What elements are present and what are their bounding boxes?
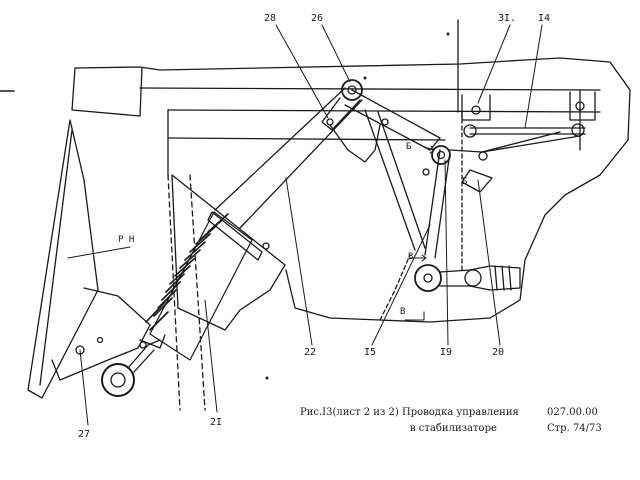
rod-end-eye-inner xyxy=(110,372,126,388)
rod-end-eye-outer xyxy=(101,363,135,397)
lower-rod-end-eye xyxy=(464,269,482,287)
rudder-inner xyxy=(39,129,73,386)
actuator-flange-bolt xyxy=(262,242,270,250)
rod-14 xyxy=(469,127,586,135)
section-mark-v2: В xyxy=(400,307,406,317)
callout-19: I9 xyxy=(440,347,453,358)
actuator-housing xyxy=(171,174,286,331)
bolt-31 xyxy=(471,105,481,115)
callout-14: I4 xyxy=(538,13,551,24)
push-rod-22-leader xyxy=(285,177,313,346)
bracket-31 xyxy=(461,94,491,121)
callout-21: 2I xyxy=(210,417,223,428)
lever-20-leader xyxy=(477,179,501,346)
callout-28: 28 xyxy=(264,13,277,24)
lower-eye-outer xyxy=(414,264,442,292)
leader-21 xyxy=(204,299,218,413)
section-mark-b2: Б xyxy=(462,177,468,187)
leader-28 xyxy=(275,24,329,119)
callout-20: 20 xyxy=(492,347,505,358)
callout-15: I5 xyxy=(364,347,377,358)
figure-caption-line1: Рис.I3(лист 2 из 2) Проводка управления xyxy=(300,407,519,418)
document-code: 027.00.00 xyxy=(547,407,598,418)
right-bolt xyxy=(575,101,585,111)
link-rod-19 xyxy=(424,149,451,259)
right-bracket xyxy=(569,91,596,121)
stabilizer-spar-upper xyxy=(139,87,601,91)
section-arrow-b1 xyxy=(423,145,435,154)
actuator-flange xyxy=(207,211,263,261)
bellows-bolt xyxy=(139,341,147,349)
stabilizer-spar-mid xyxy=(167,137,446,141)
lower-eye-inner xyxy=(423,273,433,283)
bellcrank-26-pivot xyxy=(341,79,363,101)
callout-31: 3I. xyxy=(498,13,517,24)
pin-20 xyxy=(478,151,488,161)
rudder-outline xyxy=(27,119,99,399)
leader-31 xyxy=(477,24,511,104)
callout-26: 26 xyxy=(311,13,324,24)
link-rod-19-leader xyxy=(444,159,449,346)
section-arrow-v2 xyxy=(404,311,425,321)
pin-28 xyxy=(326,118,334,126)
bellcrank-26-arm xyxy=(321,97,361,131)
stabilizer-spar-lower xyxy=(167,109,601,113)
rod-end-shank-2 xyxy=(133,349,155,373)
pivot-b-outer xyxy=(431,145,451,165)
pivot-b-inner xyxy=(436,150,446,160)
section-arrow-v1 xyxy=(409,254,427,262)
bellcrank-26-pivot-inner xyxy=(347,85,357,95)
speck-2 xyxy=(363,76,367,80)
callout-27: 27 xyxy=(78,429,91,440)
fairing-dashed xyxy=(379,254,411,321)
lower-rod-end xyxy=(439,265,521,291)
rudder-zone-label: Р Н xyxy=(118,235,135,245)
section-mark-v1: В xyxy=(408,252,414,262)
rod-14-end-right xyxy=(571,123,585,137)
stabilizer-front-block xyxy=(71,67,143,117)
figure-caption-line2: в стабилизаторе xyxy=(410,423,497,434)
speck-1 xyxy=(446,32,450,36)
page-number: Стр. 74/73 xyxy=(547,423,602,434)
link-rod-15 xyxy=(364,109,426,251)
bellows-clamp-bottom xyxy=(139,334,166,349)
pin-link xyxy=(381,118,389,126)
section-mark-b1: Б xyxy=(406,142,412,152)
leader-27 xyxy=(79,349,89,426)
rudder-hinge-bracket xyxy=(51,287,151,381)
bellows-boot xyxy=(145,211,253,361)
stabilizer-structure-outline xyxy=(74,57,631,323)
callout-22: 22 xyxy=(304,347,317,358)
rod-14-lower xyxy=(481,135,581,153)
rudder-pointer-line xyxy=(67,246,131,259)
rod-14-end-left xyxy=(463,124,477,138)
speck-3 xyxy=(265,376,269,380)
rod-end-shank xyxy=(127,339,161,369)
small-pin-left xyxy=(422,168,430,176)
leader-14 xyxy=(524,24,543,129)
bellcrank-26-link xyxy=(344,89,441,151)
push-rod-22 xyxy=(214,87,363,229)
fuselage-dashed-2 xyxy=(189,174,206,411)
lower-rod-threads xyxy=(494,265,512,291)
leader-26 xyxy=(321,24,351,83)
link-rod-15-leader xyxy=(371,224,431,346)
rudder-bolt-2 xyxy=(96,336,104,344)
